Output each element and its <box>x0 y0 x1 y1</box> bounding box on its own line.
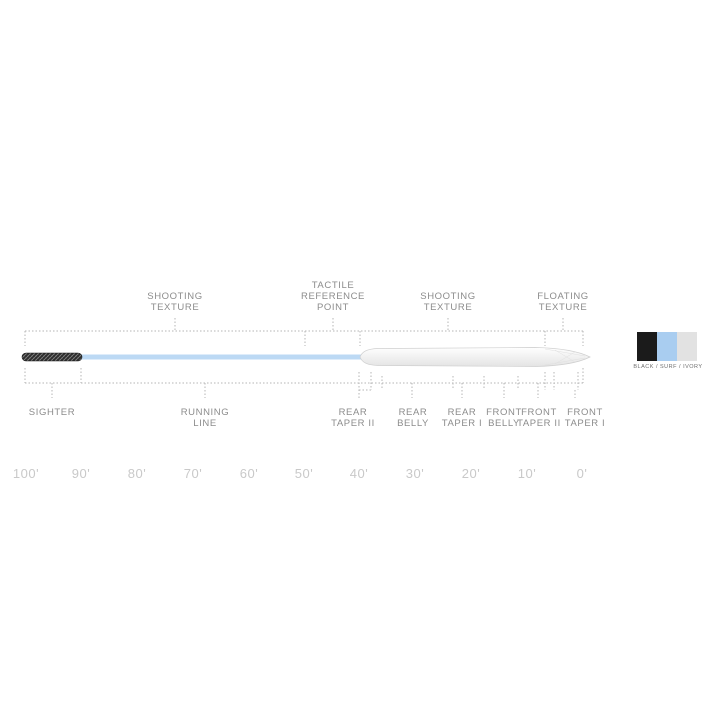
swatch-surf <box>657 332 677 361</box>
ruler-mark-20: 20' <box>461 466 481 481</box>
label-sighter: SIGHTER <box>28 407 76 418</box>
ruler-mark-30: 30' <box>405 466 425 481</box>
swatch-black <box>637 332 657 361</box>
ruler-mark-60: 60' <box>239 466 259 481</box>
head-taper-texture <box>544 348 586 366</box>
ruler-mark-90: 90' <box>71 466 91 481</box>
ruler-mark-40: 40' <box>349 466 369 481</box>
swatch-ivory <box>677 332 697 361</box>
ruler-mark-100: 100' <box>12 466 40 481</box>
ruler-mark-0: 0' <box>576 466 588 481</box>
sighter-segment <box>21 352 83 362</box>
running-line-segment <box>80 354 370 360</box>
top-bracket <box>24 318 584 346</box>
bottom-bracket <box>24 368 584 398</box>
ruler-mark-80: 80' <box>127 466 147 481</box>
swatch-caption: BLACK / SURF / IVORY <box>633 364 703 370</box>
ruler-mark-70: 70' <box>183 466 203 481</box>
head-segment <box>359 347 591 367</box>
ruler-mark-10: 10' <box>517 466 537 481</box>
ruler-mark-50: 50' <box>294 466 314 481</box>
